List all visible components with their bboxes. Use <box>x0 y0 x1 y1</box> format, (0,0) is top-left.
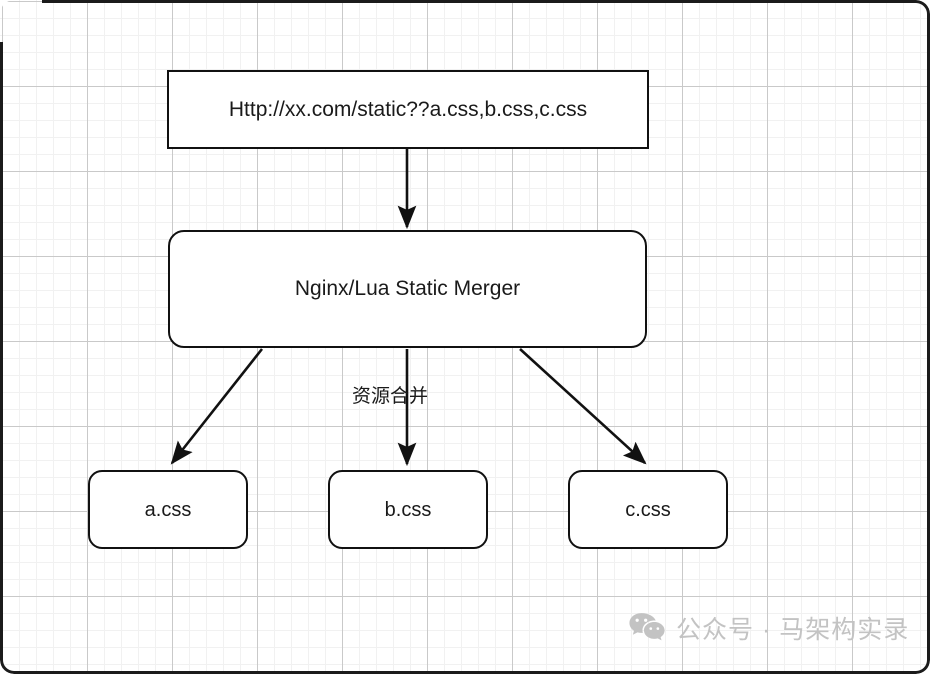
edge-label-resource-merge: 资源合并 <box>352 386 429 407</box>
wechat-icon <box>629 613 665 641</box>
node-a-css-label: a.css <box>144 498 192 521</box>
watermark: 公众号 · 马架构实录 <box>628 610 909 646</box>
node-nginx-lua-static-merger[interactable]: Nginx/Lua Static Merger <box>168 230 647 348</box>
node-c-css[interactable]: c.css <box>568 470 728 549</box>
node-c-css-label: c.css <box>625 498 671 521</box>
node-b-css[interactable]: b.css <box>328 470 488 549</box>
node-merger-label: Nginx/Lua Static Merger <box>294 277 521 301</box>
node-a-css[interactable]: a.css <box>88 470 248 549</box>
node-b-css-label: b.css <box>384 498 432 521</box>
edge-merger-to-a-css <box>170 348 264 465</box>
watermark-text: 公众号 · 马架构实录 <box>676 616 910 644</box>
node-request-label: Http://xx.com/static??a.css,b.css,c.css <box>228 97 588 121</box>
edge-merger-to-c-css <box>519 348 647 465</box>
node-request[interactable]: Http://xx.com/static??a.css,b.css,c.css <box>167 70 649 149</box>
